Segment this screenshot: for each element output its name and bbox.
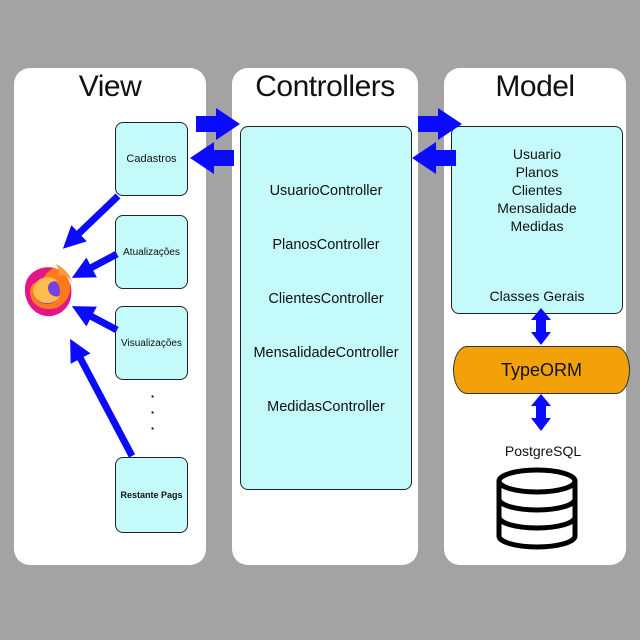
view-title: View [78,70,142,103]
typeorm-node: TypeORM [453,346,630,394]
model-entity-clientes: Clientes [511,182,563,198]
arrow-cadastros-to-browser [62,193,121,249]
model-box: Usuario Planos Clientes Mensalidade Medi… [451,126,623,314]
page-box-visualizacoes: Visualizações [115,306,188,380]
model-entity-usuario: Usuario [512,146,562,162]
controller-item-clientes: ClientesController [268,291,384,307]
page-box-atualizacoes: Atualizações [115,215,188,289]
model-entity-list: Usuario Planos Clientes Mensalidade Medi… [452,145,622,235]
page-box-restante-pags: Restante Pags [115,457,188,533]
arrow-model-to-controllers [412,142,456,174]
arrow-visualizacoes-to-browser [71,306,119,334]
model-classes-gerais: Classes Gerais [489,288,585,304]
arrow-typeorm-postgres [531,394,551,431]
model-title: Model [495,70,575,103]
controller-item-medidas: MedidasController [267,399,385,415]
controllers-box: UsuarioController PlanosController Clien… [240,126,412,490]
arrow-controllers-to-model [418,108,462,140]
model-entity-planos: Planos [515,164,559,180]
controller-item-mensalidade: MensalidadeController [253,345,399,361]
firefox-icon [24,264,72,317]
arrow-controllers-to-view [190,142,234,174]
model-entity-mensalidade: Mensalidade [497,200,577,216]
database-icon [496,467,578,550]
page-box-cadastros: Cadastros [115,122,188,196]
postgresql-label: PostgreSQL [504,443,582,459]
arrow-restante-to-browser [70,338,136,458]
controller-item-planos: PlanosController [272,237,380,253]
arrow-model-typeorm [531,308,551,345]
ellipsis-dots: ··· [150,388,156,436]
model-entity-medidas: Medidas [510,218,564,234]
arrow-atualizacoes-to-browser [71,250,119,278]
controllers-title: Controllers [255,70,395,103]
controller-item-usuario: UsuarioController [269,183,383,199]
arrow-view-to-controllers [196,108,240,140]
